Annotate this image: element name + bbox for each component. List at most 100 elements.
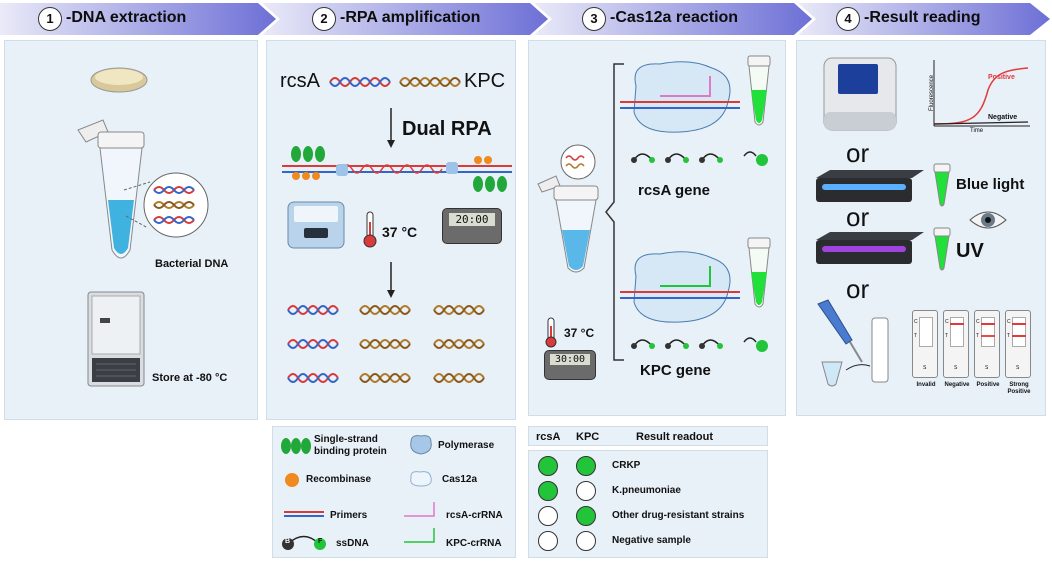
ssb-icon — [281, 438, 311, 454]
readout-header — [528, 426, 768, 446]
strip-line — [981, 335, 995, 337]
ssdna-b-marker: B — [285, 538, 291, 545]
step-title-2: -RPA amplification — [340, 9, 481, 26]
legend-primers-label: Primers — [330, 510, 368, 521]
store-label: Store at -80 °C — [152, 372, 228, 384]
step-number-2: 2 — [312, 7, 336, 31]
petri-dish-icon — [90, 67, 148, 93]
legend-cas12a-label: Cas12a — [442, 474, 478, 485]
blue-light-tube-icon — [933, 163, 951, 207]
ssdna-icon — [282, 535, 326, 550]
chart-ylabel: Fluorescence — [929, 74, 936, 112]
ssdna-f-marker: F — [318, 538, 323, 545]
strip-c-label: C — [945, 319, 949, 325]
reporter-probes-rcsa-icon — [631, 151, 768, 166]
strip-s-label: S — [954, 365, 958, 371]
primers-icon — [284, 511, 324, 517]
cas12a-temperature-label: 37 °C — [564, 326, 595, 340]
uv-transilluminator-icon — [816, 232, 924, 264]
recombinase-icon — [285, 473, 299, 487]
cas12a-timer-display: 30:00 — [550, 354, 590, 365]
strip-result-label: Invalid — [916, 382, 936, 388]
bacterial-dna-label: Bacterial DNA — [155, 258, 229, 270]
legend-recombinase-label: Recombinase — [306, 474, 372, 485]
tube-with-dna-icon — [77, 119, 209, 259]
thermometer-icon-2 — [545, 317, 557, 348]
strip-result-label: Positive — [976, 382, 1000, 388]
readout-rcsa-circle — [538, 481, 558, 501]
amplified-dna-grid-icon — [287, 305, 485, 383]
strip-line — [981, 323, 995, 325]
thermometer-icon — [363, 211, 377, 248]
or-label-1: or — [846, 138, 870, 168]
strip-t-label: T — [945, 333, 949, 339]
strip-c-label: C — [914, 319, 918, 325]
legend-kpc-crrna-label: KPC-crRNA — [446, 538, 502, 549]
rpa-timer-icon: 20:00 — [442, 208, 502, 244]
step-number-1: 1 — [38, 7, 62, 31]
rcsa-crrna-icon — [404, 502, 435, 517]
fluorescence-curve-chart — [933, 60, 1030, 127]
blue-light-label: Blue light — [956, 176, 1025, 193]
readout-row-label: Other drug-resistant strains — [612, 510, 745, 521]
readout-rcsa-circle — [538, 506, 558, 526]
cas12a-icon — [410, 471, 432, 487]
strip-t-label: T — [1007, 333, 1011, 339]
step-title-3: -Cas12a reaction — [610, 9, 739, 26]
legend-polymerase-label: Polymerase — [438, 440, 495, 451]
cas12a-timer-icon: 30:00 — [544, 350, 596, 380]
cas12a-complex-kpc-icon — [620, 251, 740, 323]
readout-kpc-circle — [576, 456, 596, 476]
reaction-tube-icon — [537, 144, 599, 273]
qpcr-instrument-icon — [823, 57, 897, 131]
strip-result-label: Negative — [944, 382, 970, 388]
legend-ssb-label: Single-strand binding protein — [314, 434, 387, 457]
legend-rcsa-crrna-label: rcsA-crRNA — [446, 510, 503, 521]
rpa-timer-display: 20:00 — [449, 213, 495, 226]
cas12a-complex-rcsa-icon — [620, 61, 740, 133]
readout-rcsa-circle — [538, 531, 558, 551]
polymerase-icon — [410, 435, 432, 455]
uv-label: UV — [956, 240, 984, 262]
strip-c-label: C — [1007, 319, 1011, 325]
gene-rcsa-label: rcsA — [280, 70, 320, 92]
dual-rpa-label: Dual RPA — [402, 118, 492, 140]
chart-negative-label: Negative — [988, 114, 1018, 121]
strip-s-label: S — [985, 365, 989, 371]
fluorescent-tube-rcsa-icon — [747, 55, 771, 126]
readout-kpc-circle — [576, 481, 596, 501]
rpa-temperature-label: 37 °C — [382, 224, 418, 240]
arrow-down-icon-2 — [387, 262, 395, 298]
readout-rcsa-circle — [538, 456, 558, 476]
eye-icon — [969, 211, 1007, 229]
freezer-icon — [87, 291, 145, 387]
readout-header-kpc: KPC — [576, 431, 600, 443]
readout-row-label: Negative sample — [612, 535, 691, 546]
rcsa-gene-label: rcsA gene — [638, 182, 710, 199]
or-label-3: or — [846, 274, 870, 304]
lateral-flow-strip: C T S — [1005, 310, 1031, 378]
readout-row-label: K.pneumoniae — [612, 485, 681, 496]
bracket-icon — [605, 63, 624, 361]
chart-xlabel: Time — [970, 128, 984, 134]
strip-line — [1012, 323, 1026, 325]
reporter-probes-kpc-icon — [631, 337, 768, 352]
strip-t-label: T — [914, 333, 918, 339]
legend-ssdna-label: ssDNA — [336, 538, 369, 549]
strip-s-label: S — [1016, 365, 1020, 371]
readout-kpc-circle — [576, 531, 596, 551]
kpc-crrna-icon — [404, 528, 435, 543]
step-number-4: 4 — [836, 7, 860, 31]
legend-panel — [272, 426, 516, 558]
incubator-icon — [287, 201, 345, 249]
kpc-gene-label: KPC gene — [640, 362, 711, 379]
chart-positive-label: Positive — [988, 74, 1015, 81]
readout-kpc-circle — [576, 506, 596, 526]
lateral-flow-strip: C T S — [943, 310, 969, 378]
strip-result-label: Strong Positive — [1007, 382, 1031, 395]
strip-t-label: T — [976, 333, 980, 339]
pipette-and-strip-icon — [817, 299, 889, 387]
step-number-3: 3 — [582, 7, 606, 31]
